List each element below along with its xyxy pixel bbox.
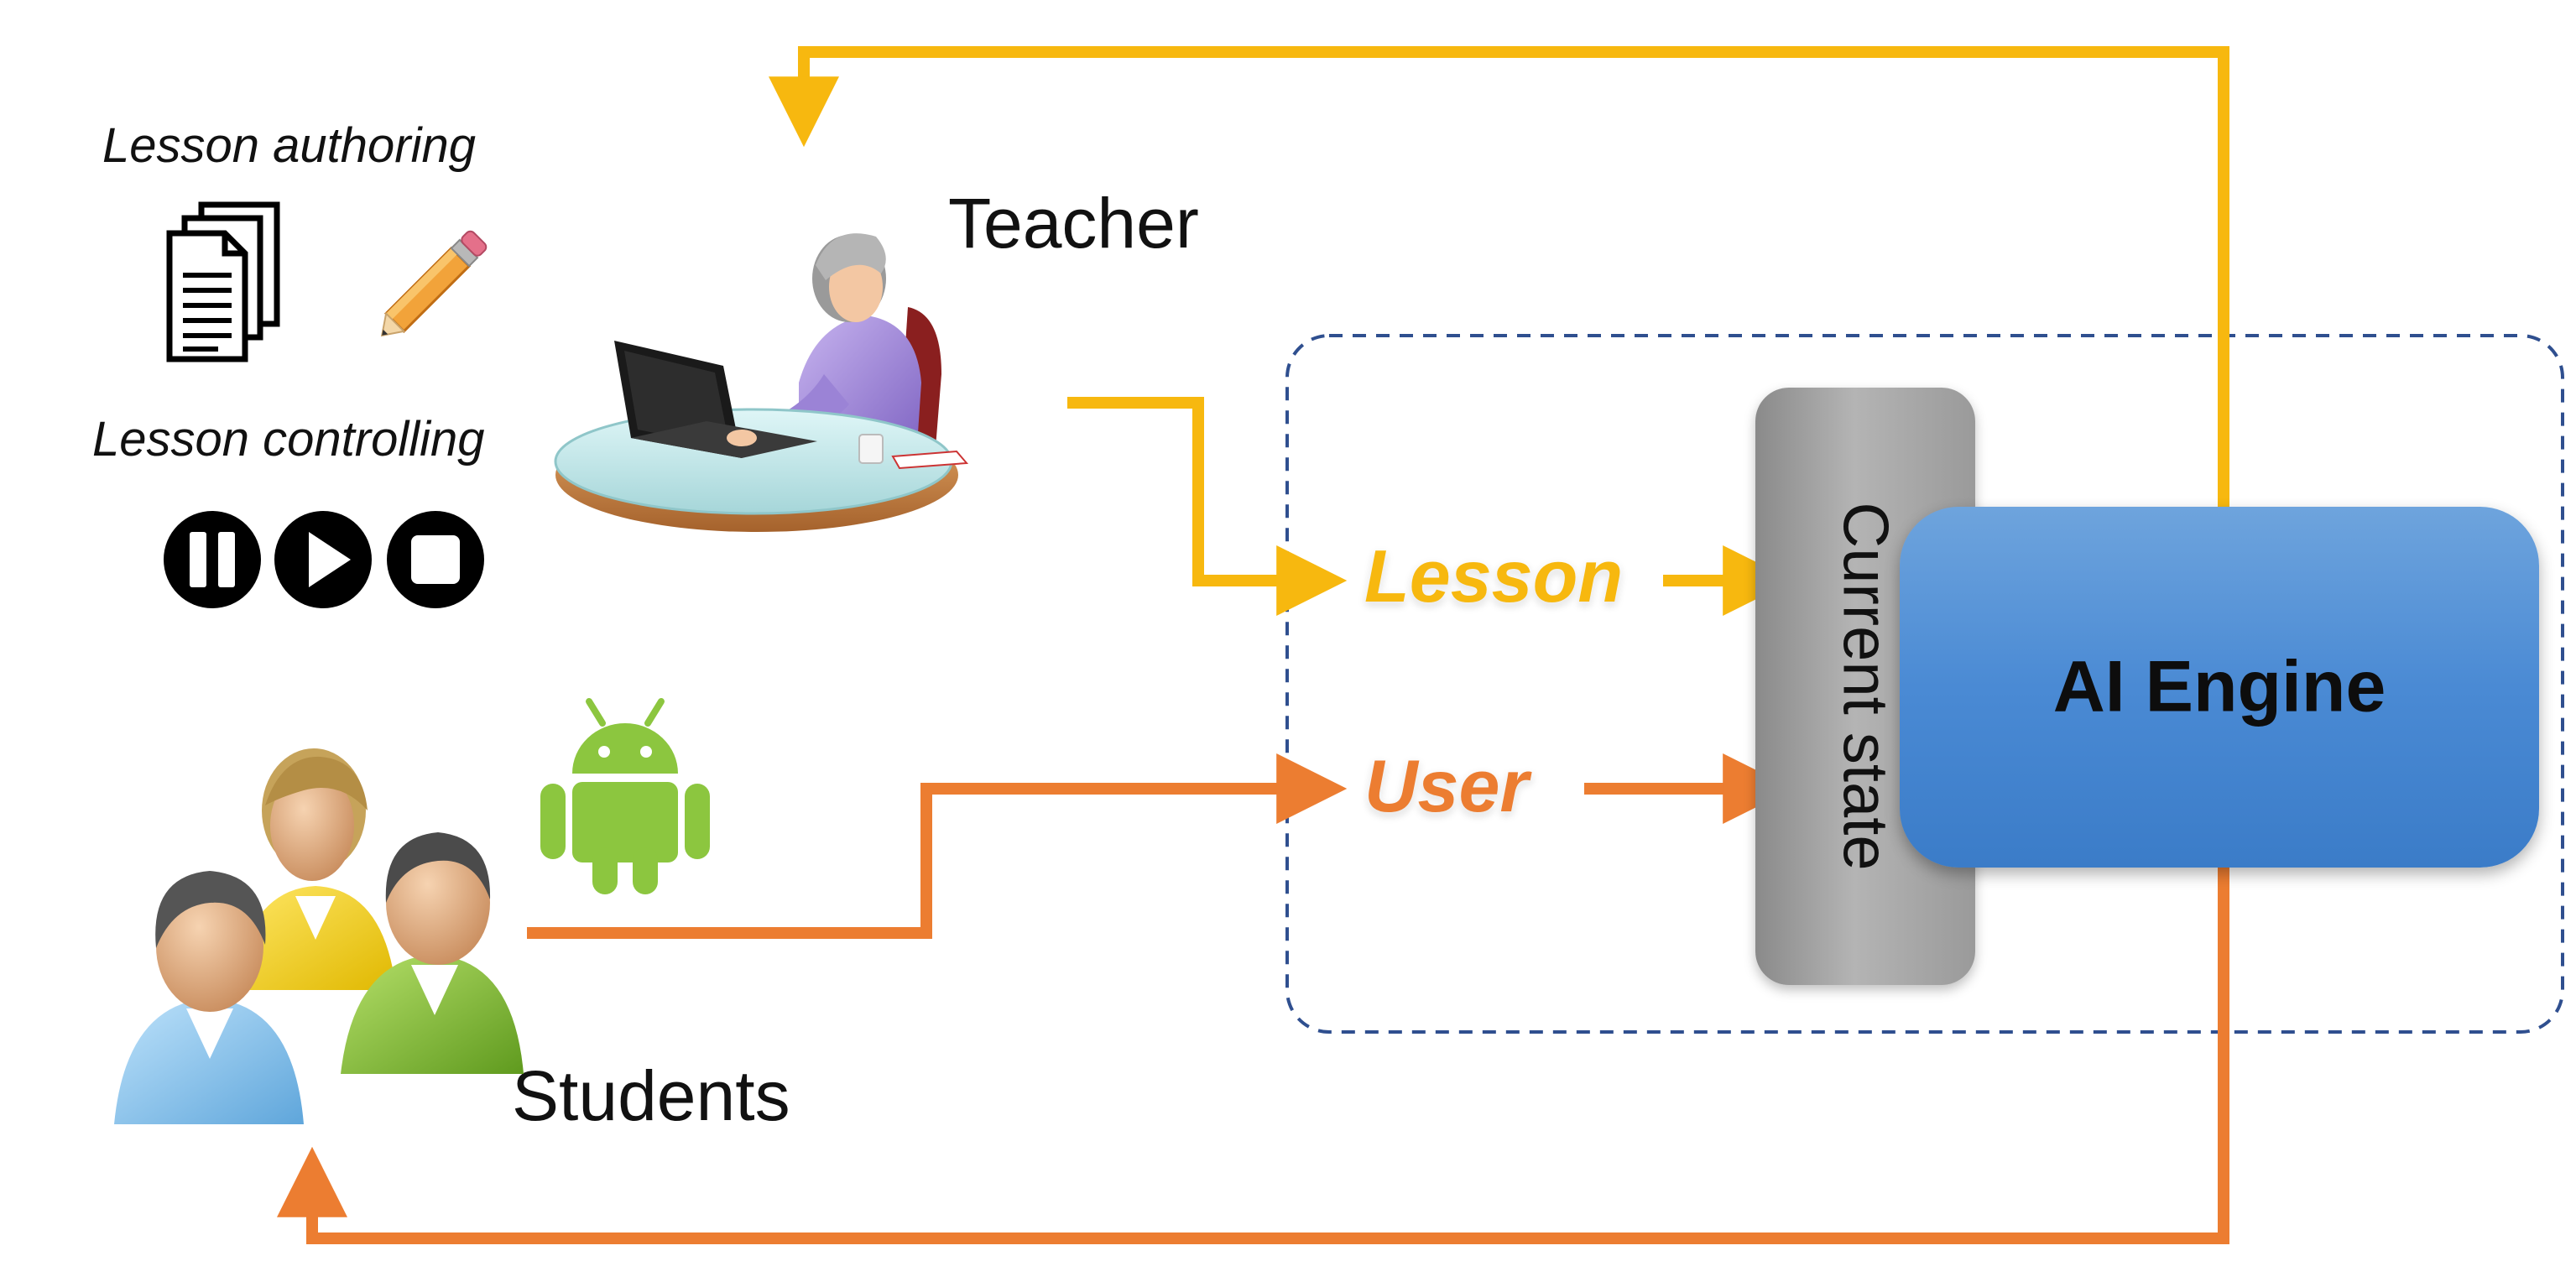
lesson-flow-label: Lesson: [1364, 534, 1624, 618]
ai-engine-box: AI Engine: [1900, 507, 2539, 868]
user-flow-label: User: [1364, 744, 1529, 827]
students-icon: [114, 748, 524, 1124]
pause-icon: [164, 511, 261, 608]
feedback-to-teacher-arrow: [769, 46, 2229, 507]
ai-engine-label: AI Engine: [2052, 646, 2386, 727]
teacher-to-lesson-arrow: [1067, 397, 1348, 616]
students-label: Students: [512, 1056, 790, 1135]
current-state-label: Current state: [1829, 502, 1901, 871]
teacher-icon: [554, 233, 969, 532]
system-boundary: [1285, 334, 2564, 1034]
teacher-label: Teacher: [948, 184, 1199, 263]
android-icon: [540, 698, 710, 894]
pencil-icon: [380, 230, 488, 337]
stop-icon: [387, 511, 484, 608]
lesson-controlling-label: Lesson controlling: [92, 412, 485, 466]
lesson-authoring-label: Lesson authoring: [102, 118, 476, 173]
students-to-user-arrow: [527, 753, 1348, 939]
documents-icon: [166, 201, 280, 362]
feedback-to-students-arrow: [277, 868, 2229, 1244]
play-icon: [274, 511, 372, 608]
